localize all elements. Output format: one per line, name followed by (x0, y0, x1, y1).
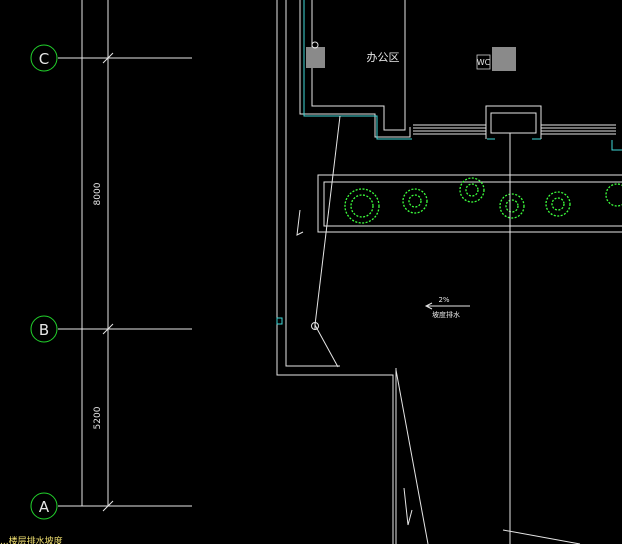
tree-icon (402, 188, 428, 214)
footer-note: ...楼层排水坡度 (0, 535, 63, 544)
grid-bubble-label: B (39, 321, 49, 339)
room-label: 办公区 (367, 51, 400, 64)
tree-icon (499, 193, 525, 219)
tree-icon (545, 191, 571, 217)
wc-fixture (492, 47, 516, 71)
wc-label: WC (477, 58, 491, 67)
dimension-label-5200: 5200 (93, 406, 103, 429)
upper-rooms: 办公区 WC (306, 41, 516, 71)
building-wall-left (276, 0, 412, 544)
drain-outlet-icon (276, 317, 283, 325)
slope-arrow-icon (403, 487, 413, 526)
grid-bubble-label: C (39, 50, 49, 68)
grid-bubble-label: A (39, 498, 50, 516)
tree-icon (459, 177, 485, 203)
planter-strip (317, 174, 622, 233)
level-mark: 2% (438, 296, 449, 304)
grid-axis-a: A (30, 492, 192, 520)
room-fixture (306, 47, 325, 68)
drainage-lines (276, 115, 581, 544)
dimension-chain: 8000 5200 (81, 0, 114, 512)
tree-icon (605, 183, 622, 207)
slope-label: 坡度排水 (432, 310, 460, 319)
grid-axis-c: C (30, 44, 192, 72)
entrance-steps (413, 105, 622, 151)
grid-axis-b: B (30, 315, 192, 343)
slope-annotation: 2% 坡度排水 (424, 296, 470, 319)
dimension-label-8000: 8000 (93, 182, 103, 205)
slope-arrow-icon (296, 209, 304, 236)
tree-icon (344, 188, 380, 224)
